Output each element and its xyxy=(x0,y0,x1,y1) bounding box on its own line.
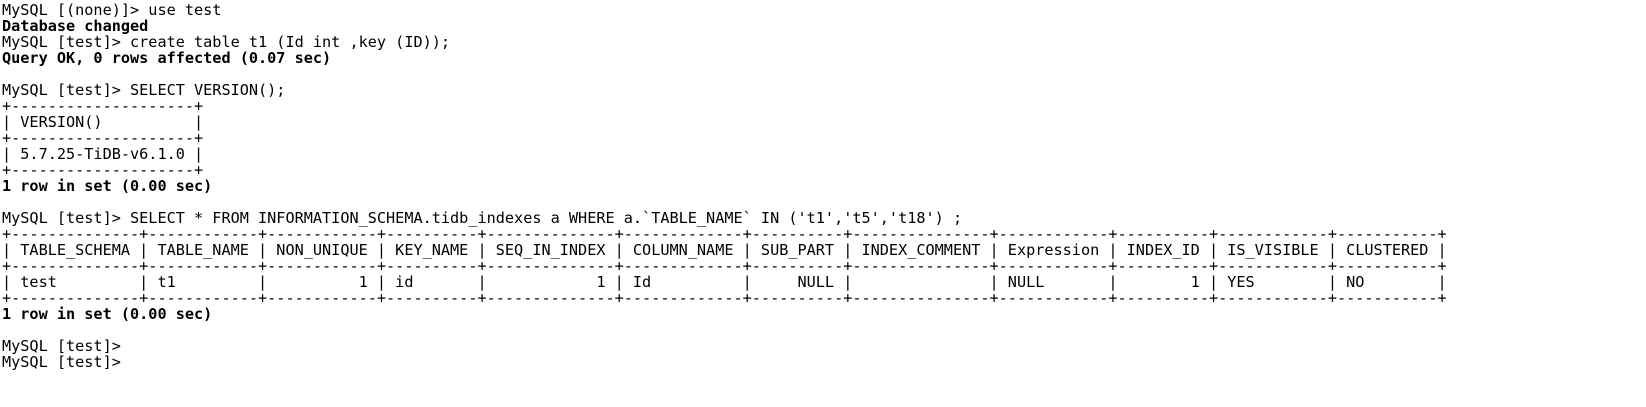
blank-line xyxy=(2,194,1646,210)
prompt-create-table-command: MySQL [test]> create table t1 (Id int ,k… xyxy=(2,33,451,51)
blank-line xyxy=(2,66,1646,82)
version-table-header: | VERSION() | xyxy=(2,113,204,131)
version-table-row: | 5.7.25-TiDB-v6.1.0 | xyxy=(2,145,204,163)
prompt-select-indexes-command: MySQL [test]> SELECT * FROM INFORMATION_… xyxy=(2,209,963,227)
prompt-use-command: MySQL [(none)]> use test xyxy=(2,1,222,19)
prompt-current[interactable]: MySQL [test]> xyxy=(2,353,121,371)
status-query-ok: Query OK, 0 rows affected (0.07 sec) xyxy=(2,49,332,67)
version-table-border-bottom: +--------------------+ xyxy=(2,161,204,179)
version-table-border-top: +--------------------+ xyxy=(2,97,204,115)
blank-line xyxy=(2,322,1646,338)
indexes-table-border-top: +--------------+------------+-----------… xyxy=(2,225,1447,243)
status-row-count: 1 row in set (0.00 sec) xyxy=(2,305,213,323)
indexes-table-row: | test | t1 | 1 | id | 1 | Id | NULL | |… xyxy=(2,273,1447,291)
status-database-changed: Database changed xyxy=(2,17,149,35)
status-row-count: 1 row in set (0.00 sec) xyxy=(2,177,213,195)
prompt-empty: MySQL [test]> xyxy=(2,337,121,355)
indexes-table-border-bottom: +--------------+------------+-----------… xyxy=(2,289,1447,307)
prompt-select-version-command: MySQL [test]> SELECT VERSION(); xyxy=(2,81,286,99)
indexes-table-border-mid: +--------------+------------+-----------… xyxy=(2,257,1447,275)
indexes-table-header: | TABLE_SCHEMA | TABLE_NAME | NON_UNIQUE… xyxy=(2,241,1447,259)
version-table-border-mid: +--------------------+ xyxy=(2,129,204,147)
